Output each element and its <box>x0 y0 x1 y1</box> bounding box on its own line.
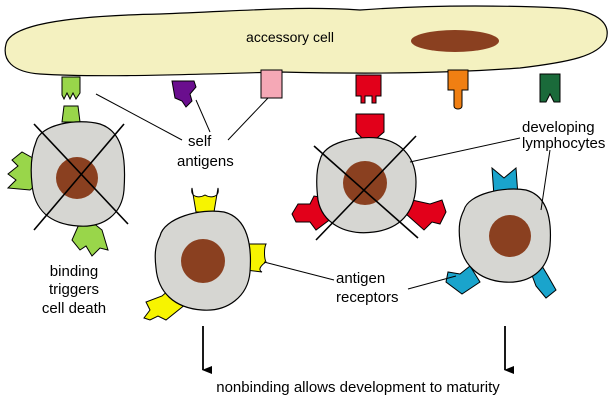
pointer-lines <box>95 93 551 290</box>
self-antigen-red <box>355 74 382 104</box>
receptor-green-bottom <box>71 221 109 257</box>
receptor-blue-left <box>445 265 481 295</box>
svg-text:lymphocytes: lymphocytes <box>522 135 605 152</box>
self-antigens-label: self antigens <box>177 133 234 170</box>
self-antigen-orange <box>447 69 469 110</box>
self-antigen-pink <box>260 69 283 99</box>
lymphocyte-bound-center <box>291 113 447 234</box>
svg-text:antigen: antigen <box>336 270 385 287</box>
svg-text:cell death: cell death <box>42 300 106 317</box>
svg-text:antigens: antigens <box>177 153 234 170</box>
lymphocyte-bound-left <box>6 105 126 257</box>
lymphocyte-nucleus <box>56 157 98 199</box>
svg-text:self: self <box>188 133 212 150</box>
binding-triggers-label: binding triggers cell death <box>42 263 106 317</box>
accessory-cell-nucleus <box>411 30 499 52</box>
self-antigen-green <box>61 76 81 101</box>
svg-text:developing: developing <box>522 119 595 136</box>
svg-text:receptors: receptors <box>336 289 399 306</box>
lymphocyte-nucleus <box>489 215 531 257</box>
cross-mark-icon <box>33 123 129 231</box>
cross-mark-icon <box>313 135 419 241</box>
antigen-receptors-label: antigen receptors <box>336 270 399 306</box>
accessory-cell-label: accessory cell <box>246 29 334 45</box>
lymphocyte-yellow <box>143 187 267 321</box>
receptor-green-bound <box>61 105 81 123</box>
lymphocyte-nucleus <box>343 161 387 205</box>
self-antigen-darkgreen <box>539 73 561 103</box>
receptor-yellow-top <box>191 187 219 213</box>
accessory-cell <box>4 5 608 77</box>
nonbinding-caption: nonbinding allows development to maturit… <box>216 379 500 396</box>
self-antigen-purple <box>171 80 197 108</box>
lymphocyte-blue <box>445 166 557 299</box>
receptor-red-right <box>405 199 447 231</box>
developing-lymphocytes-label: developing lymphocytes <box>522 119 605 152</box>
lymphocyte-nucleus <box>181 239 225 283</box>
svg-text:binding: binding <box>50 263 98 280</box>
svg-text:triggers: triggers <box>49 281 99 298</box>
